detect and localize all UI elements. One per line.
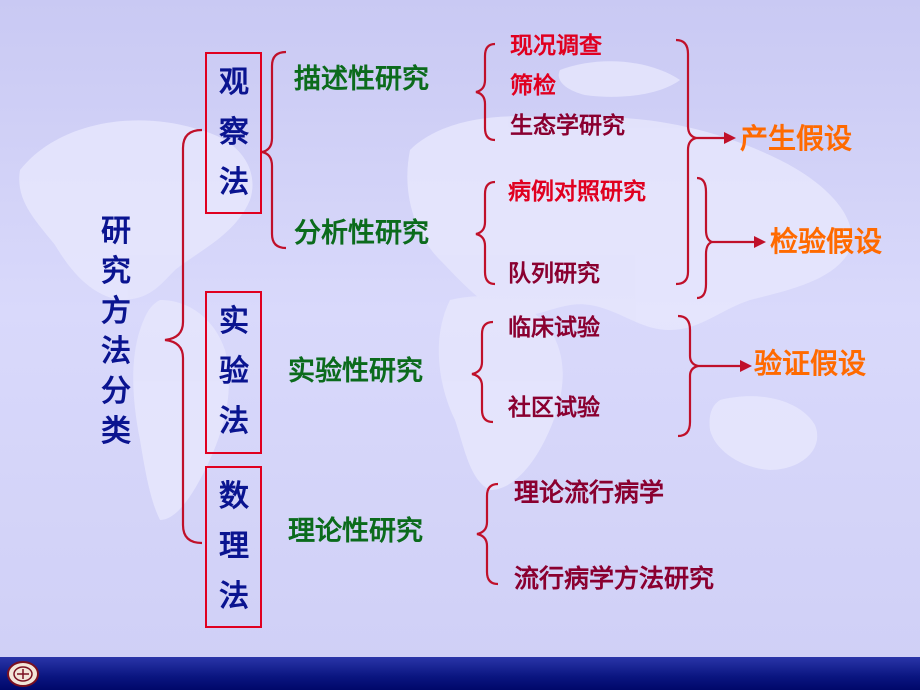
theoretical-bracket <box>476 482 499 586</box>
method-experiment: 实 验 法 <box>216 297 252 447</box>
item-community-trial: 社区试验 <box>508 394 600 421</box>
generate-right-bracket <box>675 38 697 286</box>
outcome-verify: 验证假设 <box>754 347 867 380</box>
method-observe: 观 察 法 <box>216 58 252 208</box>
footer-bar <box>0 657 920 690</box>
item-survey: 现况调查 <box>510 32 602 59</box>
arrow-generate <box>724 132 736 144</box>
method-char: 验 <box>219 354 249 389</box>
method-char: 法 <box>219 404 249 439</box>
method-char: 法 <box>219 165 249 200</box>
study-theoretical: 理论性研究 <box>288 516 423 547</box>
method-char: 观 <box>219 65 249 100</box>
method-char: 数 <box>219 479 249 514</box>
item-epi-methods: 流行病学方法研究 <box>514 564 715 593</box>
item-ecological: 生态学研究 <box>510 112 625 139</box>
experimental-bracket <box>471 320 494 424</box>
root-label: 研 究 方 法 分 类 <box>96 212 136 452</box>
method-char: 实 <box>219 304 249 339</box>
arrow-verify <box>740 360 752 372</box>
verify-right-bracket <box>677 314 699 438</box>
analytic-bracket <box>475 180 496 286</box>
root-bracket <box>164 128 203 545</box>
item-theory-epi: 理论流行病学 <box>514 478 665 507</box>
root-char: 研 <box>101 214 131 249</box>
root-char: 类 <box>101 414 131 449</box>
method-box-experiment <box>205 291 262 454</box>
root-char: 究 <box>101 254 131 289</box>
outcome-generate: 产生假设 <box>740 122 853 155</box>
root-char: 法 <box>101 334 131 369</box>
method-math: 数 理 法 <box>216 472 252 622</box>
item-cohort: 队列研究 <box>508 260 600 287</box>
study-descriptive: 描述性研究 <box>294 64 429 95</box>
study-analytic: 分析性研究 <box>294 218 429 249</box>
item-clinical-trial: 临床试验 <box>508 314 600 341</box>
root-char: 分 <box>101 374 131 409</box>
method-char: 察 <box>219 115 249 150</box>
method-box-observe <box>205 52 262 214</box>
observe-bracket <box>261 50 287 250</box>
study-experimental: 实验性研究 <box>288 356 423 387</box>
item-screening: 筛检 <box>510 72 556 99</box>
arrow-test <box>754 236 766 248</box>
test-right-bracket <box>696 176 716 300</box>
item-case-control: 病例对照研究 <box>508 178 646 205</box>
method-char: 理 <box>219 529 249 564</box>
descriptive-bracket <box>475 42 496 142</box>
method-char: 法 <box>219 579 249 614</box>
method-box-math <box>205 466 262 628</box>
seal-logo-icon <box>7 661 39 687</box>
root-char: 方 <box>101 294 131 329</box>
outcome-test: 检验假设 <box>770 225 883 258</box>
